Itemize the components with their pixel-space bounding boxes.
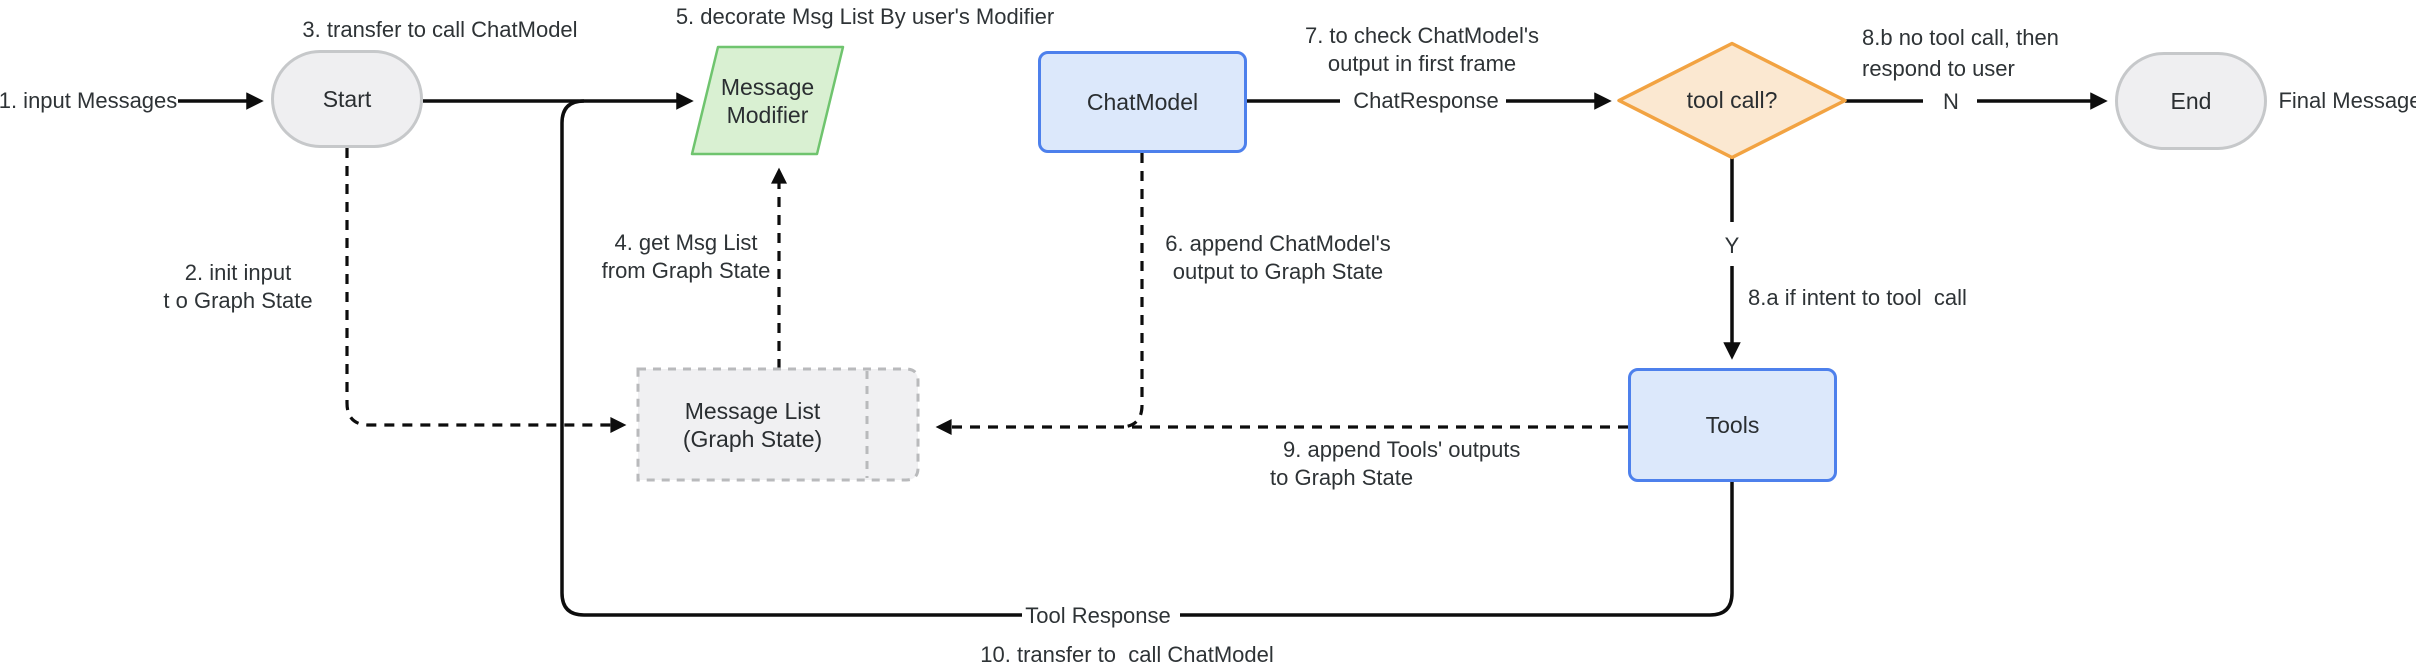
label-final-message: Final Message xyxy=(2278,88,2416,113)
node-start: Start xyxy=(271,50,423,148)
edge-start-to-state xyxy=(345,148,627,433)
label-if-intent-tool-call: 8.a if intent to tool call xyxy=(1748,285,1967,310)
label-transfer-call-chatmodel: 3. transfer to call ChatModel xyxy=(302,17,578,42)
label-decorate-msg-list: 5. decorate Msg List By user's Modifier xyxy=(675,4,1055,29)
label-append-tools-outputs: 9. append Tools' outputs to Graph State xyxy=(1270,437,1521,490)
label-no-tool-call: 8.b no tool call, then respond to user xyxy=(1862,25,2059,81)
label-append-chatmodel-output: 6. append ChatModel's output to Graph St… xyxy=(1165,231,1391,284)
label-init-input: 2. init input t o Graph State xyxy=(163,260,313,313)
label-yes: Y xyxy=(1724,233,1740,258)
tool-call-decision-shape xyxy=(1617,41,1847,160)
node-tool-call-decision: tool call? xyxy=(1686,87,1778,113)
edge-tool-response-loop-right xyxy=(1180,482,1734,617)
label-get-msg-list: 4. get Msg List from Graph State xyxy=(601,230,771,283)
node-end: End xyxy=(2115,52,2267,150)
label-chat-response: ChatResponse xyxy=(1353,88,1499,113)
message-list-shape xyxy=(636,367,920,482)
message-modifier-shape xyxy=(690,45,845,156)
edge-tool-response-loop-left xyxy=(560,99,1022,617)
label-no: N xyxy=(1943,89,1959,114)
label-check-output: 7. to check ChatModel's output in first … xyxy=(1304,23,1540,76)
node-chat-model: ChatModel xyxy=(1038,51,1247,153)
label-transfer-tool-response: 10. transfer to call ChatModel xyxy=(980,642,1274,664)
node-message-list: Message List (Graph State) xyxy=(682,397,823,452)
label-input-messages: 1. input Messages xyxy=(0,88,178,113)
label-tool-response: Tool Response xyxy=(1025,603,1171,628)
node-tools: Tools xyxy=(1628,368,1837,482)
edge-chatmodel-to-state xyxy=(1119,153,1144,429)
node-message-modifier: Message Modifier xyxy=(720,73,815,128)
